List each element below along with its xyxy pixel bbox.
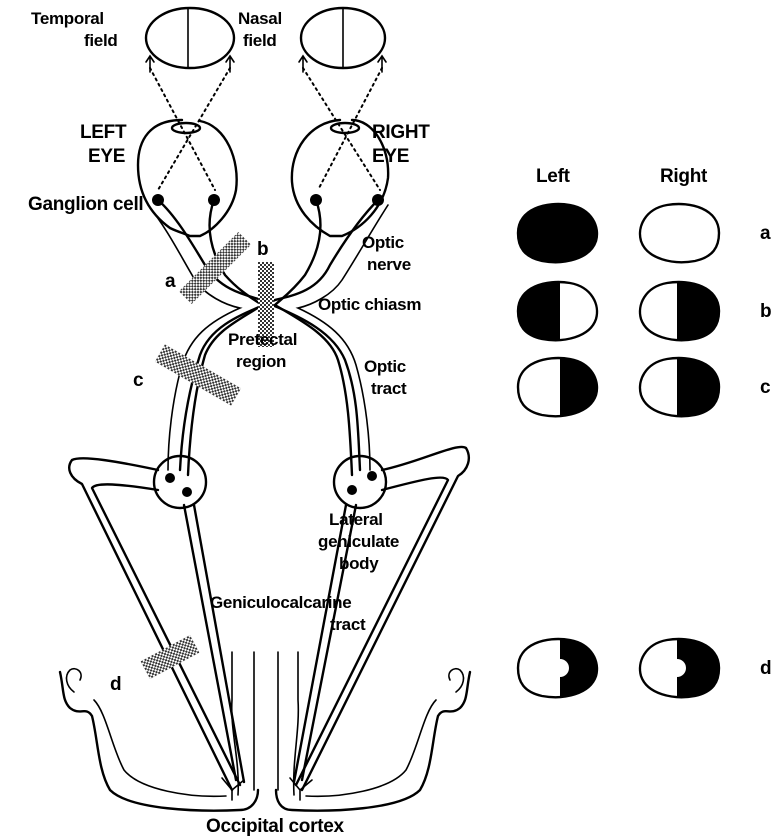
- geniculocalcarine-label-1: Geniculocalcarine: [210, 593, 351, 612]
- optic-chiasm-label: Optic chiasm: [318, 295, 421, 314]
- field-d-left: [518, 634, 604, 704]
- column-header-right: Right: [660, 166, 708, 187]
- left-eye-label-2: EYE: [88, 146, 125, 167]
- nasal-field-label-1: Nasal: [238, 9, 282, 28]
- row-label-b: b: [760, 301, 772, 322]
- lesion-label-c: c: [133, 370, 144, 391]
- geniculocalcarine-label-2: tract: [330, 615, 366, 634]
- temporal-field-label-1: Temporal: [31, 9, 104, 28]
- pretectal-region-label-2: region: [236, 352, 286, 371]
- lateral-geniculate-label-2: geniculate: [318, 532, 399, 551]
- lesion-bar-d: [141, 635, 200, 679]
- optic-tract-label-1: Optic: [364, 357, 406, 376]
- field-c-left: [518, 353, 604, 423]
- right-eye-label-2: EYE: [372, 146, 409, 167]
- field-a-left: [518, 204, 597, 262]
- optic-nerve-label-1: Optic: [362, 233, 404, 252]
- left-eye-label-1: LEFT: [80, 122, 127, 143]
- ganglion-cell-label: Ganglion cell: [28, 194, 143, 215]
- occipital-cortex-label: Occipital cortex: [206, 816, 344, 836]
- lesion-bar-c: [155, 344, 241, 405]
- field-b-left: [516, 277, 597, 347]
- right-visual-field: [301, 8, 385, 68]
- field-c-right: [640, 353, 721, 423]
- projection-lines: [150, 68, 382, 190]
- nasal-field-label-2: field: [243, 31, 276, 50]
- pretectal-region-label-1: Pretectal: [228, 330, 297, 349]
- field-d-right: [640, 634, 721, 704]
- left-visual-field: [146, 8, 234, 68]
- optic-tract-label-2: tract: [371, 379, 407, 398]
- lesion-label-a: a: [165, 271, 176, 292]
- field-b-right: [640, 277, 721, 347]
- field-defect-table: Left Right a b c: [516, 166, 772, 704]
- column-header-left: Left: [536, 166, 571, 187]
- optic-nerve-label-2: nerve: [367, 255, 411, 274]
- lesion-label-d: d: [110, 674, 122, 695]
- field-a-right: [640, 204, 719, 262]
- lateral-geniculate-label-3: body: [339, 554, 379, 573]
- row-label-d: d: [760, 658, 772, 679]
- row-label-a: a: [760, 223, 771, 244]
- row-label-c: c: [760, 377, 771, 398]
- lesion-label-b: b: [257, 239, 269, 260]
- lateral-geniculate-label-1: Lateral: [329, 510, 383, 529]
- geniculocalcarine-tracts: [69, 447, 469, 790]
- temporal-field-label-2: field: [84, 31, 117, 50]
- right-eye-label-1: RIGHT: [372, 122, 430, 143]
